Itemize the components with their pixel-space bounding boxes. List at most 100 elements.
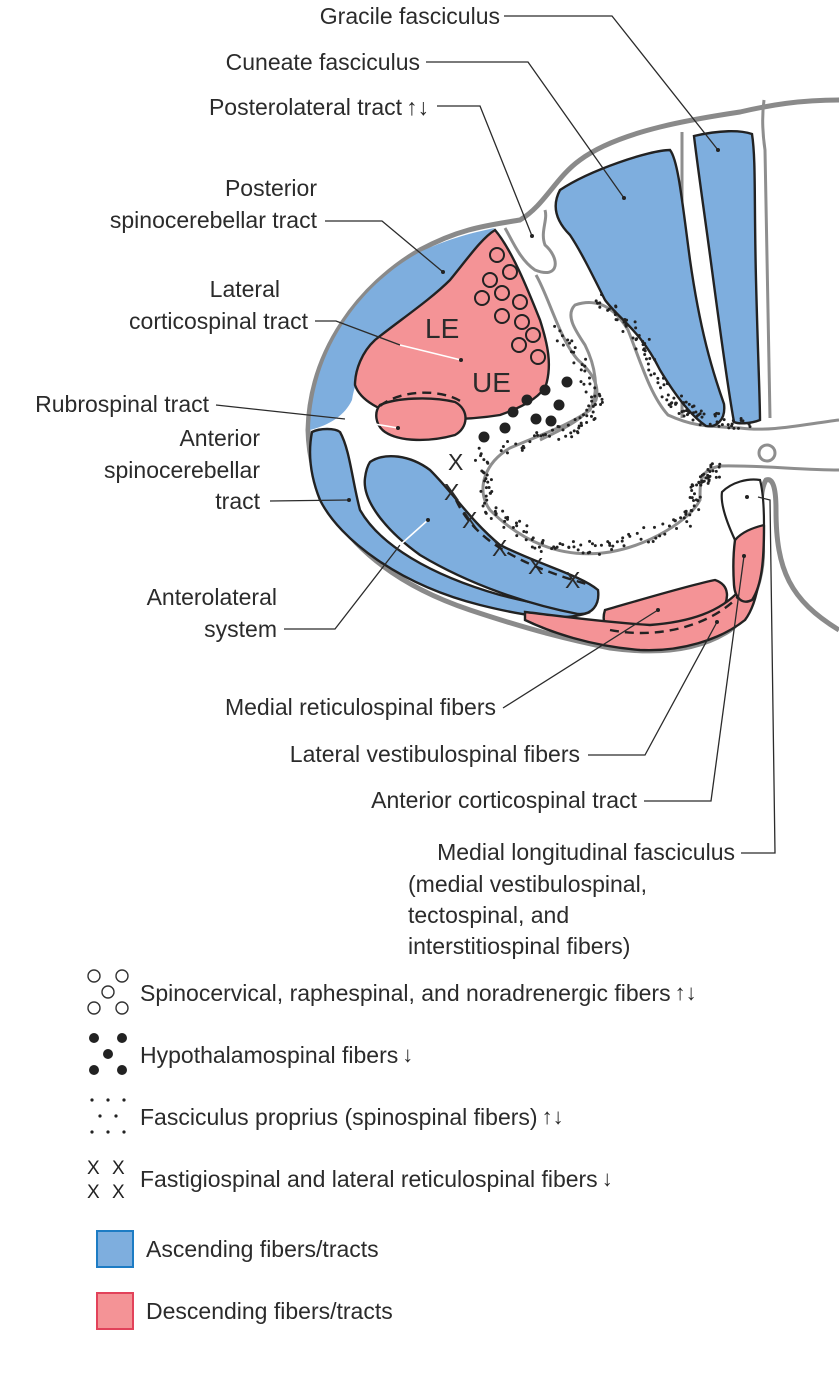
- label-posterolateral-tract: Posterolateral tract: [209, 94, 403, 120]
- stipple-dot: [488, 491, 492, 495]
- up-down-arrow-icon: ↑↓: [541, 1104, 564, 1129]
- fasciculus-proprius-stipple: [473, 293, 752, 556]
- label-mlf-4: interstitiospinal fibers): [408, 933, 630, 959]
- stipple-dot: [707, 475, 711, 479]
- stipple-dot: [558, 329, 562, 333]
- descending-swatch: [96, 1292, 134, 1330]
- stipple-dot: [585, 414, 589, 418]
- stipple-dot: [625, 318, 629, 322]
- stipple-dot: [717, 475, 721, 479]
- legend-label: Spinocervical, raphespinal, and noradren…: [140, 979, 671, 1006]
- stipple-dot: [561, 343, 565, 347]
- stipple-dot: [600, 397, 604, 401]
- stipple-dot: [656, 381, 660, 385]
- stipple-dot: [590, 399, 594, 403]
- stipple-dot: [588, 382, 592, 386]
- stipple-dot: [584, 357, 588, 361]
- stipple-dot: [483, 501, 487, 505]
- stipple-dot: [685, 520, 689, 524]
- stipple-dot: [597, 552, 601, 556]
- stipple-dot: [646, 362, 650, 366]
- stipple-dot: [564, 434, 568, 438]
- stipple-dot: [713, 414, 717, 418]
- stipple-dot: [634, 326, 638, 330]
- stipple-dot: [473, 458, 477, 462]
- stipple-dot: [552, 545, 556, 549]
- stipple-dot: [553, 324, 557, 328]
- dorsal-horn-outline: [534, 274, 599, 442]
- stipple-dot: [669, 405, 673, 409]
- stipple-dot: [690, 496, 694, 500]
- stipple-dot: [566, 423, 570, 427]
- filled-dots-icon: [82, 1030, 140, 1080]
- legend-item-open-circles: Spinocervical, raphespinal, and noradren…: [82, 968, 697, 1018]
- stipple-dot: [506, 515, 510, 519]
- stipple-dot: [741, 419, 745, 423]
- stipple-dot: [485, 473, 489, 477]
- stipple-dot: [674, 401, 678, 405]
- filled-dot-markers: [478, 376, 573, 443]
- legend-label: Ascending fibers/tracts: [146, 1235, 379, 1262]
- stipple-dot: [524, 538, 528, 542]
- stipple-dot: [570, 435, 574, 439]
- stipple-dot: [680, 410, 684, 414]
- stipple-dot: [748, 425, 752, 429]
- stipple-dot: [717, 424, 721, 428]
- stipple-dot: [692, 492, 696, 496]
- stipple-dot: [600, 400, 604, 404]
- stipple-dot: [591, 404, 595, 408]
- label-anterior-spinocerebellar-2: spinocerebellar: [104, 457, 260, 483]
- stipple-dot: [484, 477, 488, 481]
- stipple-dot: [706, 467, 710, 471]
- up-down-arrow-icon: ↑↓: [674, 980, 697, 1005]
- stipple-dot: [715, 420, 719, 424]
- stipple-dot: [511, 526, 515, 530]
- stipple-dot: [579, 380, 583, 384]
- stipple-dot: [540, 541, 544, 545]
- stipple-dot: [577, 424, 581, 428]
- stipple-dot: [558, 542, 562, 546]
- stipple-dot: [557, 437, 561, 441]
- stipple-dot: [608, 543, 612, 547]
- stipple-dot: [682, 516, 686, 520]
- stipple-dot: [684, 409, 688, 413]
- svg-text:X: X: [565, 567, 580, 593]
- stipple-dot: [477, 446, 481, 450]
- stipple-dot: [528, 440, 532, 444]
- stipple-dot: [642, 526, 646, 530]
- stipple-dot: [576, 431, 580, 435]
- stipple-dot: [644, 357, 648, 361]
- stipple-dot: [730, 424, 734, 428]
- stipple-dot: [685, 413, 689, 417]
- svg-text:X: X: [444, 479, 459, 505]
- stipple-dot: [658, 534, 662, 538]
- stipple-dot: [598, 301, 602, 305]
- stipple-dot: [487, 486, 491, 490]
- stipple-dot: [581, 551, 585, 555]
- stipple-dot: [499, 449, 503, 453]
- legend-item-descending: Descending fibers/tracts: [82, 1292, 393, 1330]
- stipple-dot: [706, 481, 710, 485]
- stipple-dot: [579, 421, 583, 425]
- stipple-dot: [573, 346, 577, 350]
- stipple-dot: [652, 372, 656, 376]
- stipple-dot: [514, 442, 518, 446]
- stipple-dot: [639, 537, 643, 541]
- stipple-dot: [699, 483, 703, 487]
- stipple-dot: [702, 479, 706, 483]
- stipple-dot: [589, 414, 593, 418]
- stipple-dot: [479, 452, 483, 456]
- stipple-dot: [675, 527, 679, 531]
- stipple-dot: [688, 496, 692, 500]
- stipple-dot: [637, 334, 641, 338]
- stipple-dot: [691, 411, 695, 415]
- stipple-dot: [647, 368, 651, 372]
- label-anterolateral-2: system: [204, 616, 277, 642]
- stipple-dot: [485, 498, 489, 502]
- stipple-dot: [662, 383, 666, 387]
- stipple-dot: [539, 550, 543, 554]
- stipple-dot: [588, 539, 592, 543]
- stipple-dot: [501, 444, 505, 448]
- stipple-dot: [572, 545, 576, 549]
